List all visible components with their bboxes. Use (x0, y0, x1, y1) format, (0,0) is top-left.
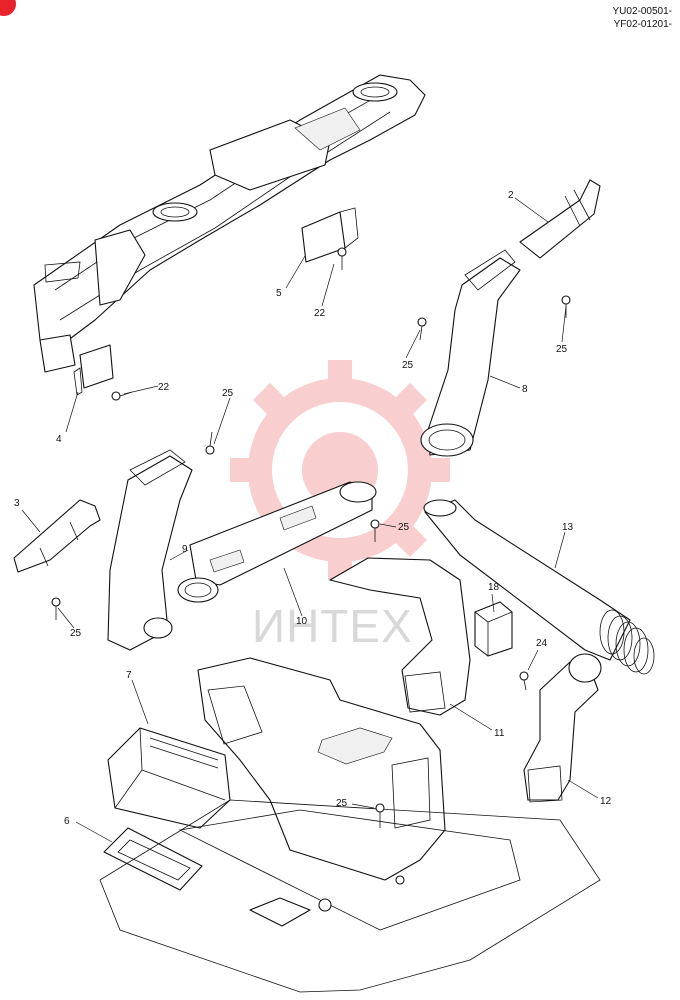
ref-code-2: YF02-01201- (613, 19, 672, 30)
callout-25-duct8: 25 (402, 360, 414, 371)
bracket-4 (73, 344, 114, 396)
base-floor-plate (99, 799, 601, 993)
callout-25-center: 25 (398, 522, 410, 533)
watermark-text: ИНТЕХ (252, 600, 413, 652)
bolt-22-upper (337, 247, 347, 270)
callout-labels: 2 3 4 5 6 7 8 9 10 11 12 13 18 22 22 24 … (14, 190, 612, 827)
callout-6: 6 (64, 816, 70, 827)
callout-24: 24 (536, 638, 548, 649)
callout-2: 2 (508, 190, 514, 201)
duct-9 (107, 449, 193, 651)
callout-25-housing: 25 (336, 798, 348, 809)
callout-7: 7 (126, 670, 132, 681)
bolt-25-housing (375, 803, 385, 828)
main-air-conditioner-housing (197, 657, 446, 881)
callout-12: 12 (600, 796, 612, 807)
callout-13: 13 (562, 522, 574, 533)
duct-11 (329, 557, 471, 716)
duct-8 (420, 249, 521, 457)
callout-18: 18 (488, 582, 500, 593)
bolt-25-upper-left (205, 431, 215, 455)
heater-unit-7 (107, 727, 231, 829)
callout-25-upper-left: 25 (222, 388, 234, 399)
upper-duct-panel (33, 74, 426, 373)
callout-25-right: 25 (556, 344, 568, 355)
corner-logo-mark (0, 0, 16, 16)
callout-11: 11 (494, 728, 505, 739)
callout-5: 5 (276, 288, 282, 299)
callout-22-upper: 22 (314, 308, 326, 319)
bolt-25-duct8 (417, 317, 427, 341)
bolt-22-lower (111, 391, 133, 401)
duct-13-flex-hose (423, 499, 655, 675)
block-18 (474, 601, 513, 657)
ref-code-1: YU02-00501- (612, 6, 672, 17)
callout-22-lower: 22 (158, 382, 170, 393)
duct-12 (523, 653, 602, 803)
bolt-24 (519, 671, 529, 691)
callout-9: 9 (182, 544, 188, 555)
bolt-25-left (51, 597, 61, 620)
bolt-25-center (370, 519, 380, 542)
bracket-2 (519, 179, 601, 259)
plate-6 (103, 827, 203, 891)
duct-10 (177, 481, 377, 603)
bracket-5 (301, 207, 359, 263)
callout-25-left: 25 (70, 628, 82, 639)
bolt-25-right (561, 295, 571, 318)
callout-10: 10 (296, 616, 308, 627)
leader-lines (21, 197, 599, 843)
callout-4: 4 (56, 434, 62, 445)
bracket-3 (13, 499, 101, 573)
callout-8: 8 (522, 384, 528, 395)
callout-3: 3 (14, 498, 20, 509)
